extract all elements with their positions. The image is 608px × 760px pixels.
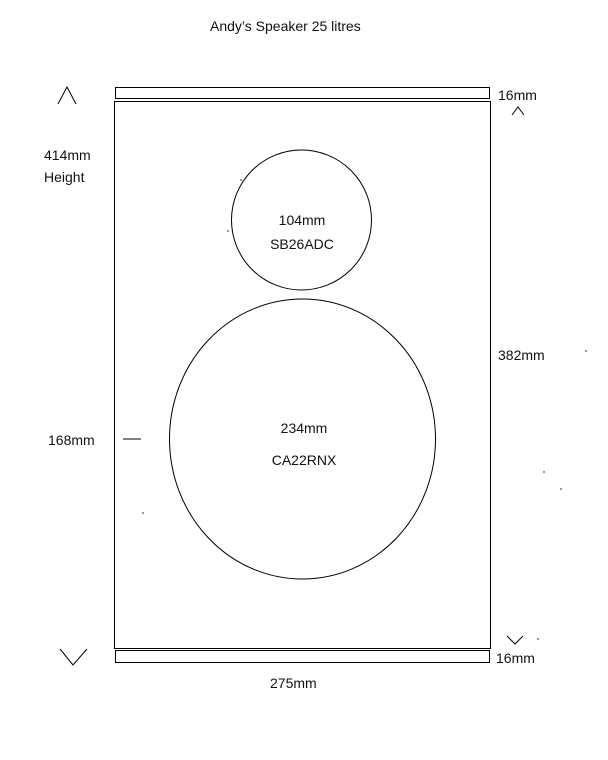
stray-dot [537,638,539,640]
top-panel [115,87,490,99]
stray-dot [142,512,144,514]
inner-height-label: 382mm [498,347,545,363]
woofer-offset-label: 168mm [48,432,95,448]
stray-dot [227,230,229,232]
woofer-circle [169,298,436,580]
stray-dot [543,471,545,473]
woofer-size-label: 234mm [280,420,328,436]
up-arrow-icon [57,85,77,105]
diagram-title: Andy’s Speaker 25 litres [210,18,361,34]
cabinet-body [114,101,491,649]
tweeter-size-label: 104mm [278,212,326,228]
tweeter-circle [231,149,372,291]
down-arrow-icon [59,648,88,666]
bottom-panel-label: 16mm [496,650,535,666]
total-height-label: 414mm [44,147,91,163]
tweeter-model-label: SB26ADC [270,236,334,252]
stray-dot [240,179,242,181]
inner-up-arrow-icon [511,106,525,116]
width-label: 275mm [270,675,317,691]
bottom-panel [115,650,490,663]
height-caption: Height [44,169,85,185]
woofer-model-label: CA22RNX [271,452,337,468]
top-panel-label: 16mm [498,87,537,103]
stray-dot [585,350,587,352]
stray-dot [560,488,562,490]
inner-down-arrow-icon [506,635,524,645]
